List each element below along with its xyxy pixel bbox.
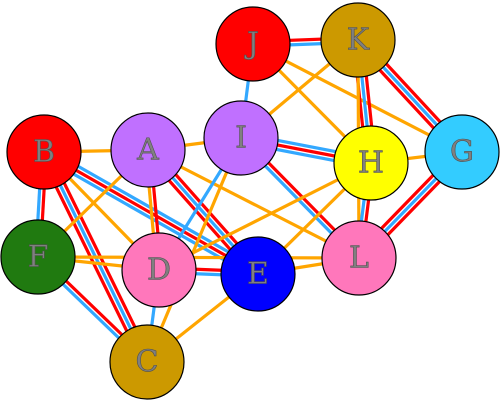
node-L: L xyxy=(321,220,397,296)
node-label-B: B xyxy=(33,135,55,170)
node-label-C: C xyxy=(136,345,159,380)
node-label-I: I xyxy=(235,121,247,156)
node-D: D xyxy=(121,232,197,308)
node-circle-J xyxy=(215,6,291,82)
node-I: I xyxy=(203,100,279,176)
edges-layer xyxy=(34,35,467,365)
node-J: J xyxy=(215,6,291,82)
edge-L-F xyxy=(37,255,360,260)
node-circle-I xyxy=(203,100,279,176)
edge-strand-red xyxy=(46,149,153,361)
node-label-A: A xyxy=(136,133,159,168)
edge-I-C xyxy=(145,137,243,363)
node-label-L: L xyxy=(349,241,369,276)
node-circle-G xyxy=(424,114,500,190)
node-circle-D xyxy=(121,232,197,308)
node-label-H: H xyxy=(358,146,384,181)
edge-A-L xyxy=(147,148,360,260)
node-C: C xyxy=(109,324,185,400)
node-label-F: F xyxy=(28,240,49,275)
edge-strand-orange xyxy=(37,255,360,260)
node-circle-A xyxy=(110,112,186,188)
node-circle-K xyxy=(320,2,396,78)
node-E: E xyxy=(220,236,296,312)
node-A: A xyxy=(110,112,186,188)
node-H: H xyxy=(333,125,409,201)
node-circle-B xyxy=(6,114,82,190)
node-circle-H xyxy=(333,125,409,201)
edge-H-D xyxy=(158,161,372,272)
node-K: K xyxy=(320,2,396,78)
node-label-J: J xyxy=(244,27,259,62)
node-circle-F xyxy=(0,219,76,295)
node-label-D: D xyxy=(147,253,171,288)
node-circle-E xyxy=(220,236,296,312)
node-B: B xyxy=(6,114,82,190)
edge-strand-blue xyxy=(45,146,262,272)
node-label-K: K xyxy=(347,23,370,58)
edge-strand-orange xyxy=(145,137,243,363)
edge-strand-orange xyxy=(158,161,372,272)
edge-strand-orange xyxy=(147,148,360,260)
edge-strand-red xyxy=(38,153,145,365)
node-circle-C xyxy=(109,324,185,400)
node-label-G: G xyxy=(450,135,474,170)
node-circle-L xyxy=(321,220,397,296)
node-G: G xyxy=(424,114,500,190)
node-label-E: E xyxy=(247,257,269,292)
node-F: F xyxy=(0,219,76,295)
